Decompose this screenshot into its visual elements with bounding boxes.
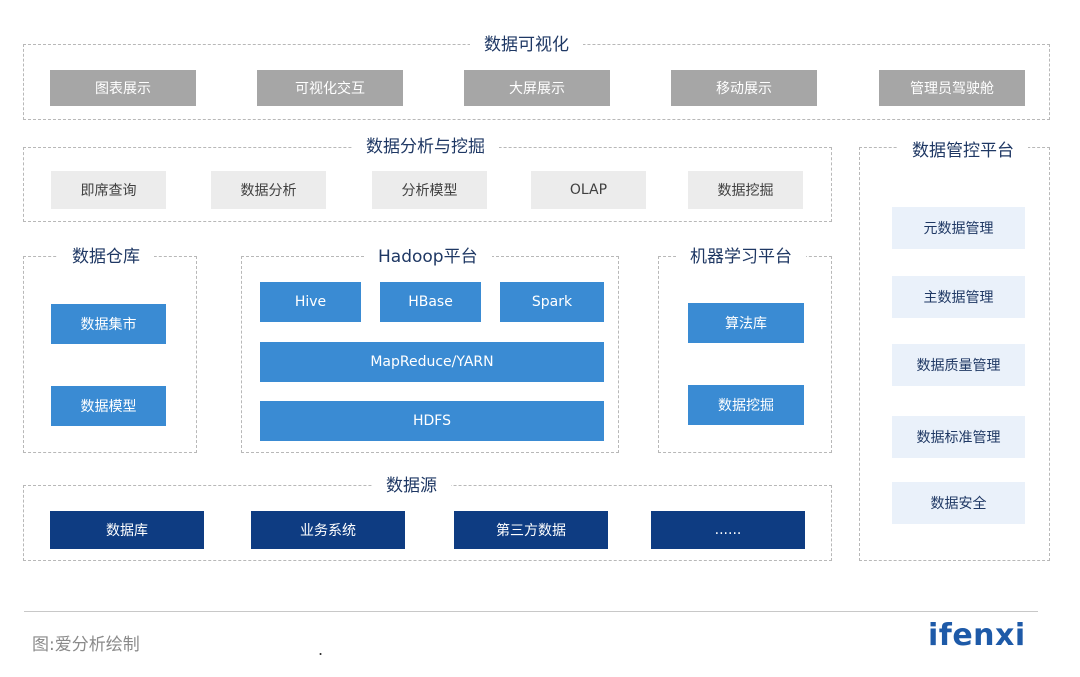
hadoop-item-spark: Spark: [500, 282, 604, 322]
viz-item-mobile: 移动展示: [671, 70, 817, 106]
analysis-item-olap: OLAP: [531, 171, 646, 209]
sources-title: 数据源: [372, 475, 451, 497]
hadoop-item-hdfs: HDFS: [260, 401, 604, 441]
ml-title: 机器学习平台: [676, 246, 806, 268]
ml-item-algorithms: 算法库: [688, 303, 804, 343]
governance-item-standards: 数据标准管理: [892, 416, 1025, 458]
viz-item-cockpit: 管理员驾驶舱: [879, 70, 1025, 106]
source-item-business-systems: 业务系统: [251, 511, 405, 549]
ifenxi-logo: ifenxi: [928, 618, 1026, 653]
ml-item-mining: 数据挖掘: [688, 385, 804, 425]
hadoop-title: Hadoop平台: [364, 246, 492, 268]
source-item-third-party: 第三方数据: [454, 511, 608, 549]
warehouse-item-datamart: 数据集市: [51, 304, 166, 344]
analysis-item-analysis: 数据分析: [211, 171, 326, 209]
stray-dot: .: [318, 640, 324, 659]
hadoop-item-hbase: HBase: [380, 282, 481, 322]
visualization-title: 数据可视化: [470, 34, 583, 56]
analysis-item-model: 分析模型: [372, 171, 487, 209]
source-item-more: ......: [651, 511, 805, 549]
governance-item-metadata: 元数据管理: [892, 207, 1025, 249]
footer-divider: [24, 611, 1038, 612]
figure-caption: 图:爱分析绘制: [32, 635, 140, 655]
analysis-title: 数据分析与挖掘: [352, 136, 499, 158]
governance-item-masterdata: 主数据管理: [892, 276, 1025, 318]
governance-item-security: 数据安全: [892, 482, 1025, 524]
governance-item-quality: 数据质量管理: [892, 344, 1025, 386]
viz-item-bigscreen: 大屏展示: [464, 70, 610, 106]
warehouse-title: 数据仓库: [58, 246, 154, 268]
analysis-item-adhoc: 即席查询: [51, 171, 166, 209]
warehouse-item-datamodel: 数据模型: [51, 386, 166, 426]
analysis-item-mining: 数据挖掘: [688, 171, 803, 209]
source-item-database: 数据库: [50, 511, 204, 549]
viz-item-charts: 图表展示: [50, 70, 196, 106]
hadoop-item-hive: Hive: [260, 282, 361, 322]
hadoop-item-mapreduce-yarn: MapReduce/YARN: [260, 342, 604, 382]
governance-title: 数据管控平台: [898, 140, 1028, 162]
viz-item-interaction: 可视化交互: [257, 70, 403, 106]
